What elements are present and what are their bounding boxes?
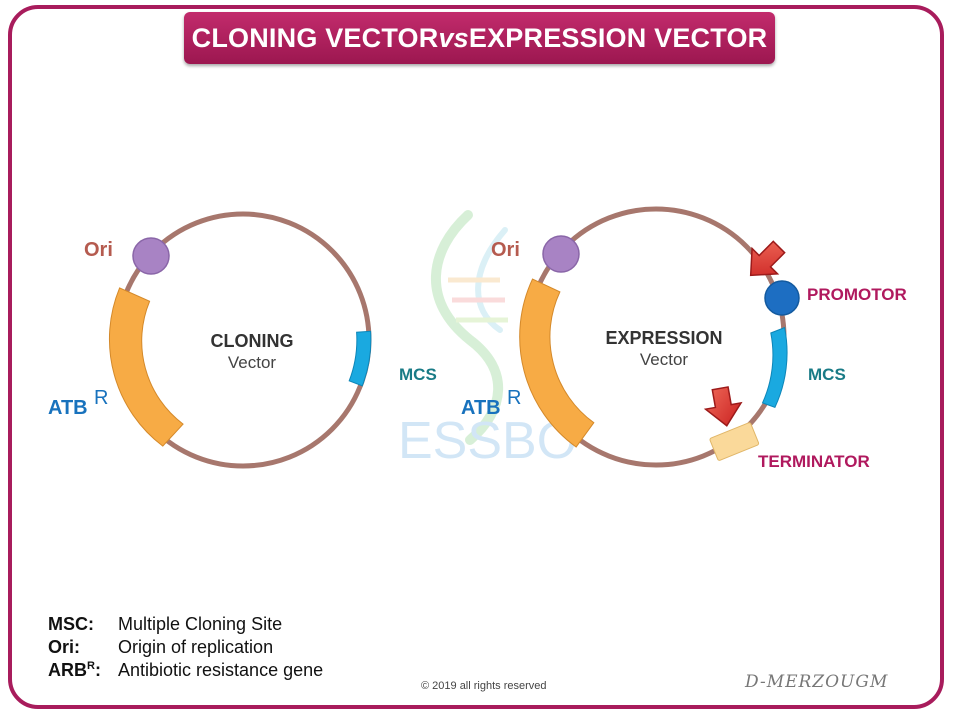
promotor-label: PROMOTOR (807, 285, 907, 304)
title-vs: vs (438, 22, 469, 53)
cloning-atb-label: ATB (48, 397, 88, 419)
title-banner: CLONING VECTOR vs EXPRESSION VECTOR (184, 12, 775, 64)
copyright-text: © 2019 all rights reserved (421, 680, 547, 692)
legend-key-suffix: : (94, 660, 101, 680)
title-right: EXPRESSION VECTOR (468, 22, 768, 53)
terminator-label: TERMINATOR (758, 452, 870, 471)
legend-key: MSC: (48, 614, 94, 634)
expression-atb-label: ATB (461, 397, 501, 419)
expression-mcs (761, 326, 788, 409)
expression-atb-sup: R (507, 387, 521, 409)
expression-atb-gene (519, 278, 595, 448)
expression-promotor (764, 280, 800, 316)
cloning-ori (132, 237, 170, 275)
legend-value: Multiple Cloning Site (118, 614, 283, 634)
legend-key: ARBR: (48, 660, 101, 681)
expression-mcs-label: MCS (808, 365, 846, 384)
legend-key-sup: R (87, 660, 95, 672)
cloning-ori-label: Ori (84, 239, 113, 261)
cloning-mcs (348, 330, 372, 387)
cloning-atb-gene (108, 287, 184, 447)
terminator-arrow-icon (703, 386, 743, 427)
title-left: CLONING VECTOR (191, 22, 439, 53)
expression-center-title: EXPRESSION (605, 328, 722, 348)
cloning-center-title: CLONING (211, 331, 294, 351)
expression-ori-label: Ori (491, 239, 520, 261)
expression-vector: Ori ATB R PROMOTOR MCS TERMINATOR EXPRES… (461, 206, 907, 471)
promotor-arrow-icon (749, 240, 786, 277)
cloning-vector: Ori ATB R MCS CLONING Vector (48, 211, 437, 469)
legend-key: Ori: (48, 637, 81, 657)
author-signature: D-MERZOUGM (745, 672, 889, 692)
legend-key-text: ARB (48, 660, 87, 680)
cloning-atb-sup: R (94, 387, 108, 409)
expression-ori (542, 235, 580, 273)
watermark: ESSBO (398, 210, 577, 470)
expression-center-sub: Vector (640, 350, 689, 369)
cloning-mcs-label: MCS (399, 365, 437, 384)
watermark-text: ESSBO (398, 412, 577, 470)
legend-value: Origin of replication (118, 637, 274, 657)
expression-terminator (709, 422, 760, 461)
cloning-center-sub: Vector (228, 353, 277, 372)
legend-value: Antibiotic resistance gene (118, 660, 324, 680)
slide-frame (8, 5, 944, 709)
